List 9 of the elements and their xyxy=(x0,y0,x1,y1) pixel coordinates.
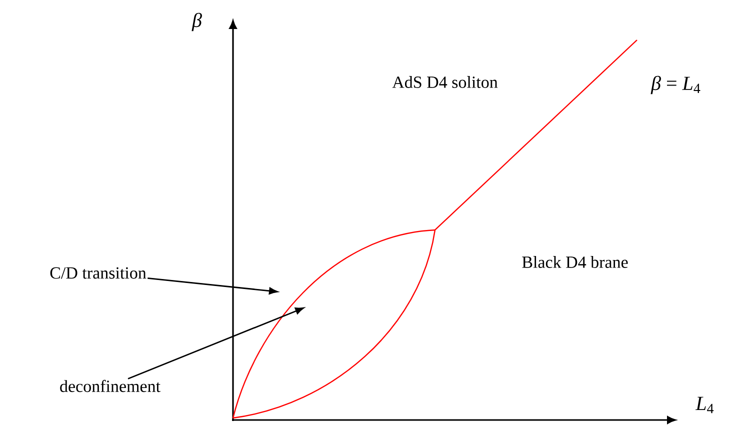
callout-text: deconfinement xyxy=(60,380,160,392)
region-label: AdS D4 soliton xyxy=(392,76,498,88)
region-label: Black D4 brane xyxy=(522,256,628,268)
callout-text: C/D transition xyxy=(50,267,146,279)
leader-arrow xyxy=(128,307,304,380)
axis-label: L$_{4}$ xyxy=(695,396,714,414)
leader-arrow xyxy=(148,277,278,294)
curve-label: β = L$_{4}$ xyxy=(650,76,700,94)
axis-label: β xyxy=(192,12,202,32)
